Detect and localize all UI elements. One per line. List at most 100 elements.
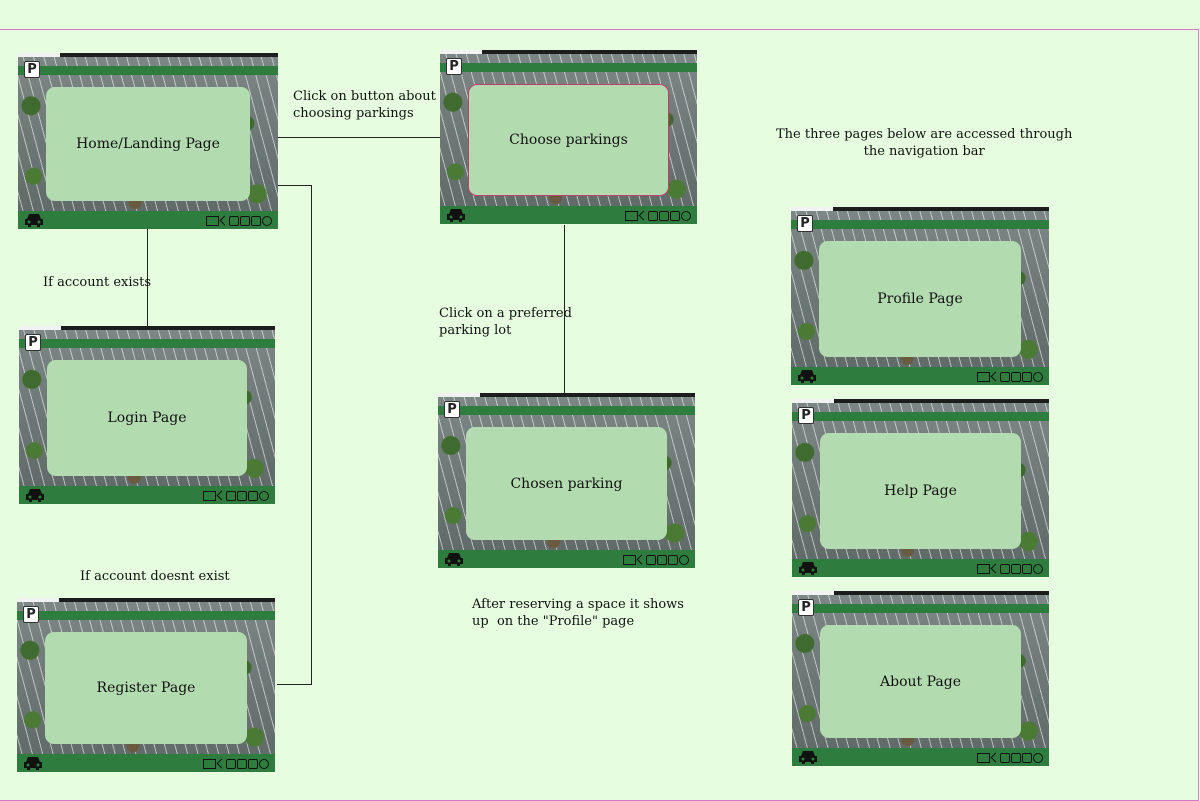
browser-tab — [792, 591, 834, 595]
car-icon — [797, 560, 819, 576]
caption-after-reserving: After reserving a space it shows up on t… — [472, 596, 684, 630]
facebook-icon — [226, 759, 236, 769]
facebook-icon — [1000, 564, 1010, 574]
navigation-bar — [792, 604, 1049, 613]
share-icon — [220, 216, 228, 226]
car-icon — [443, 551, 465, 567]
connector-home-to-register-vertical — [311, 185, 312, 685]
browser-tab — [438, 393, 480, 397]
chosen-parking-mockup: P Chosen parking — [438, 393, 695, 568]
caption-nav-pages: The three pages below are accessed throu… — [776, 126, 1072, 160]
social-icons — [977, 752, 1043, 763]
mail-icon — [203, 759, 216, 769]
share-icon — [637, 555, 645, 565]
caption-account-exists: If account exists — [43, 274, 151, 291]
pinterest-icon — [1033, 564, 1043, 574]
browser-tab — [792, 399, 834, 403]
twitter-icon — [251, 216, 261, 226]
navigation-bar — [791, 220, 1049, 229]
social-icons — [623, 554, 689, 565]
twitter-icon — [1022, 564, 1032, 574]
connector-home-to-register-bottom — [277, 684, 312, 685]
about-page-mockup: P About Page — [792, 591, 1049, 766]
footer-bar — [440, 206, 697, 224]
page-card-about: About Page — [820, 625, 1021, 738]
facebook-icon — [1000, 372, 1010, 382]
pinterest-icon — [259, 491, 269, 501]
register-page-mockup: P Register Page — [17, 598, 275, 772]
car-icon — [22, 755, 44, 771]
twitter-icon — [1022, 372, 1032, 382]
facebook-icon — [226, 491, 236, 501]
login-page-mockup: P Login Page — [19, 326, 275, 504]
parking-logo: P — [797, 215, 813, 232]
page-card-login: Login Page — [47, 360, 247, 476]
footer-bar — [19, 486, 275, 504]
share-icon — [991, 753, 999, 763]
car-icon — [23, 212, 45, 228]
instagram-icon — [657, 555, 667, 565]
browser-bar — [791, 207, 1049, 211]
pinterest-icon — [262, 216, 272, 226]
twitter-icon — [248, 759, 258, 769]
social-icons — [977, 371, 1043, 382]
social-icons — [203, 490, 269, 501]
navigation-bar — [17, 611, 275, 620]
browser-bar — [18, 53, 278, 57]
home-page-mockup: P Home/Landing Page — [18, 53, 278, 229]
footer-bar — [438, 550, 695, 568]
page-card-help: Help Page — [820, 433, 1021, 549]
browser-bar — [17, 598, 275, 602]
parking-logo: P — [24, 61, 40, 78]
page-card-choose: Choose parkings — [468, 84, 669, 196]
browser-tab — [791, 207, 833, 211]
twitter-icon — [670, 211, 680, 221]
instagram-icon — [237, 491, 247, 501]
mail-icon — [977, 753, 990, 763]
mail-icon — [977, 564, 990, 574]
instagram-icon — [240, 216, 250, 226]
connector-home-to-choose — [276, 137, 440, 138]
navigation-bar — [19, 339, 275, 348]
instagram-icon — [1011, 564, 1021, 574]
share-icon — [991, 564, 999, 574]
facebook-icon — [648, 211, 658, 221]
car-icon — [797, 749, 819, 765]
profile-page-mockup: P Profile Page — [791, 207, 1049, 385]
parking-logo: P — [798, 599, 814, 616]
instagram-icon — [237, 759, 247, 769]
choose-parkings-mockup: P Choose parkings — [440, 50, 697, 224]
parking-logo: P — [23, 606, 39, 623]
facebook-icon — [1000, 753, 1010, 763]
navigation-bar — [18, 66, 278, 75]
parking-logo: P — [446, 58, 462, 75]
pinterest-icon — [259, 759, 269, 769]
instagram-icon — [659, 211, 669, 221]
pinterest-icon — [681, 211, 691, 221]
navigation-bar — [438, 406, 695, 415]
social-icons — [977, 563, 1043, 574]
mail-icon — [203, 491, 216, 501]
footer-bar — [792, 559, 1049, 577]
browser-bar — [792, 399, 1049, 403]
facebook-icon — [646, 555, 656, 565]
social-icons — [206, 215, 272, 226]
car-icon — [445, 207, 467, 223]
help-page-mockup: P Help Page — [792, 399, 1049, 577]
caption-account-not-exists: If account doesnt exist — [80, 568, 230, 585]
footer-bar — [18, 211, 278, 229]
instagram-icon — [1011, 753, 1021, 763]
share-icon — [639, 211, 647, 221]
parking-logo: P — [444, 401, 460, 418]
pinterest-icon — [1033, 372, 1043, 382]
social-icons — [203, 758, 269, 769]
pinterest-icon — [679, 555, 689, 565]
browser-bar — [792, 591, 1049, 595]
browser-bar — [19, 326, 275, 330]
browser-tab — [18, 53, 60, 57]
parking-logo: P — [798, 407, 814, 424]
page-card-register: Register Page — [45, 632, 247, 744]
navigation-bar — [440, 63, 697, 72]
mail-icon — [206, 216, 219, 226]
facebook-icon — [229, 216, 239, 226]
